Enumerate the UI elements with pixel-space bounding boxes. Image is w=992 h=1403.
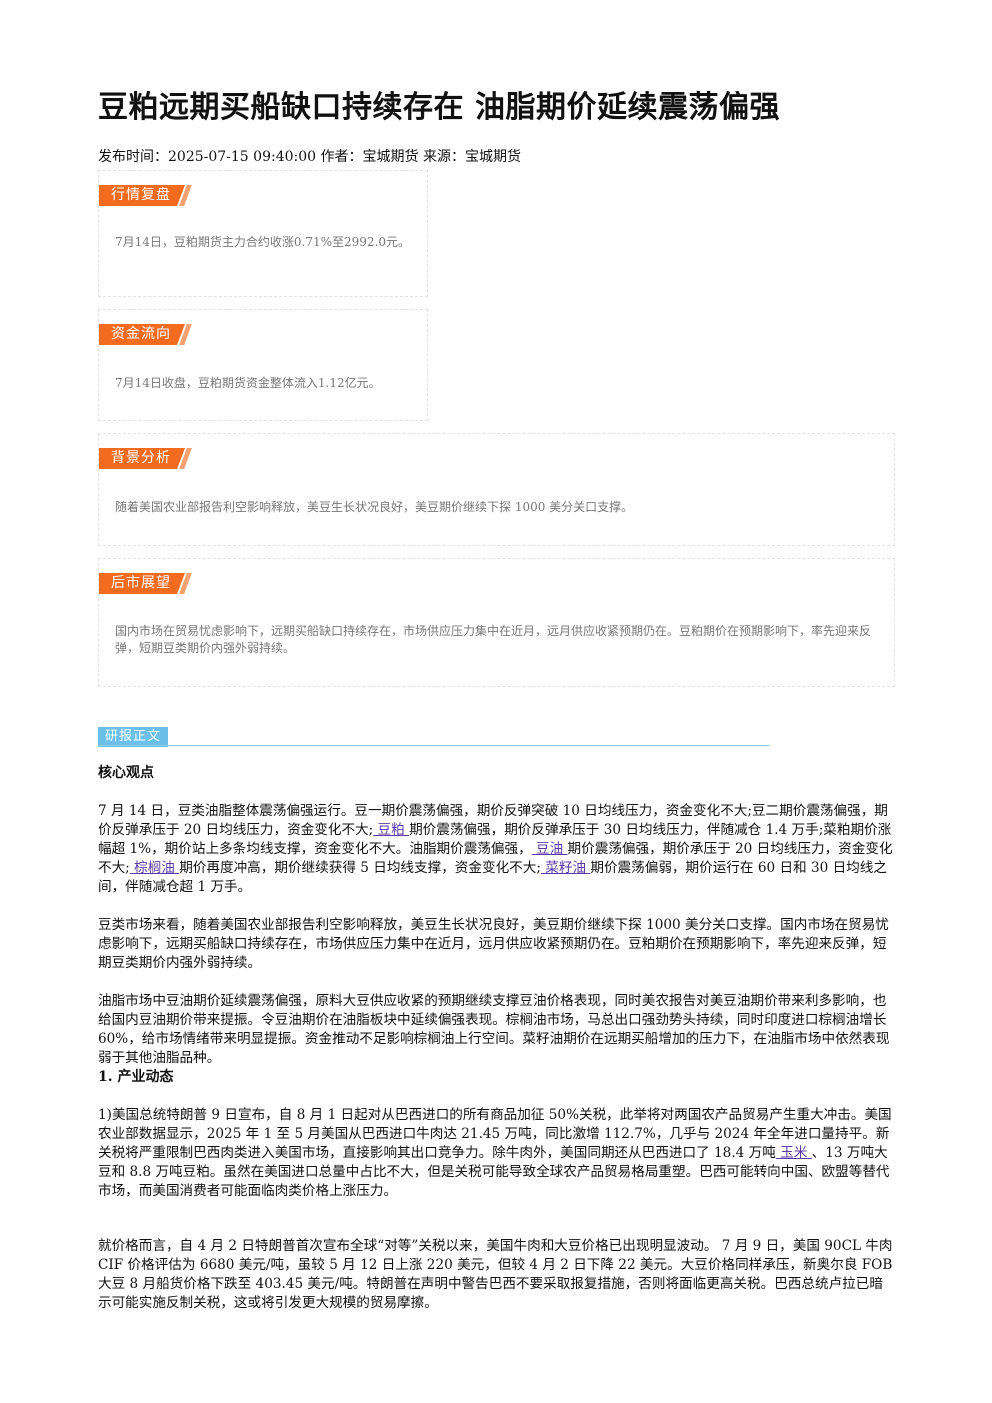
paragraph-price-trend: 就价格而言，自 4 月 2 日特朗普首次宣布全球“对等”关税以来，美国牛肉和大豆… <box>98 1238 893 1311</box>
text-span: 、13 万吨大豆和 8.8 万吨豆粕。虽然在美国进口总量中占比不大，但是关税可能… <box>98 1145 890 1199</box>
card-tag: 后市展望 <box>99 573 185 594</box>
paragraph-core-view: 7 月 14 日，豆类油脂整体震荡偏强运行。豆一期价震荡偏强，期价反弹突破 10… <box>98 802 894 897</box>
card-text: 国内市场在贸易忧虑影响下，远期买船缺口持续存在，市场供应压力集中在近月，远月供应… <box>115 624 872 655</box>
section-label: 研报正文 <box>98 727 169 747</box>
text-span: 7 月 14 日，豆类油脂整体震荡偏强运行。豆一期价震荡偏强，期价反弹突破 10… <box>98 803 888 838</box>
text-span: 期价震荡偏强，期价承压于 20 日均线压力，资金变化不大; <box>98 841 893 876</box>
card-market-review: 行情复盘 7月14日，豆粕期货主力合约收涨0.71%至2992.0元。 <box>98 170 428 297</box>
paragraph-soybean-market: 豆类市场来看，随着美国农业部报告利空影响释放，美豆生长状况良好，美豆期价继续下探… <box>98 917 889 971</box>
text-span: 期价震荡偏弱，期价运行在 60 日和 30 日均线之间，伴随减仓超 1 万手。 <box>98 860 887 895</box>
link-corn[interactable]: 玉米 <box>775 1145 812 1161</box>
core-heading: 核心观点 <box>98 765 154 781</box>
card-tag: 资金流向 <box>99 324 185 345</box>
card-tag: 行情复盘 <box>99 185 185 206</box>
card-text: 7月14日，豆粕期货主力合约收涨0.71%至2992.0元。 <box>115 235 411 249</box>
card-background-analysis: 背景分析 随着美国农业部报告利空影响释放，美豆生长状况良好，美豆期价继续下探 1… <box>98 433 895 546</box>
text-span: 期价再度冲高，期价继续获得 5 日均线支撑，资金变化不大; <box>179 860 541 876</box>
industry-heading: 1. 产业动态 <box>98 1069 174 1085</box>
paragraph-oil-market: 油脂市场中豆油期价延续震荡偏强，原料大豆供应收紧的预期继续支撑豆油价格表现，同时… <box>98 993 890 1066</box>
card-fund-flow: 资金流向 7月14日收盘，豆粕期货资金整体流入1.12亿元。 <box>98 309 428 421</box>
card-text: 7月14日收盘，豆粕期货资金整体流入1.12亿元。 <box>115 376 381 390</box>
link-rapeseed-oil[interactable]: 菜籽油 <box>540 860 591 876</box>
paragraph-industry-1: 1)美国总统特朗普 9 日宣布，自 8 月 1 日起对从巴西进口的所有商品加征 … <box>98 1106 894 1201</box>
text-span: 1)美国总统特朗普 9 日宣布，自 8 月 1 日起对从巴西进口的所有商品加征 … <box>98 1107 892 1161</box>
card-outlook: 后市展望 国内市场在贸易忧虑影响下，远期买船缺口持续存在，市场供应压力集中在近月… <box>98 558 895 687</box>
page-title: 豆粕远期买船缺口持续存在 油脂期价延续震荡偏强 <box>98 90 780 125</box>
article-meta: 发布时间：2025-07-15 09:40:00 作者：宝城期货 来源：宝城期货 <box>98 149 521 165</box>
card-text: 随着美国农业部报告利空影响释放，美豆生长状况良好，美豆期价继续下探 1000 美… <box>115 500 634 514</box>
card-tag: 背景分析 <box>99 448 185 469</box>
text-span: 期价震荡偏强，期价反弹承压于 30 日均线压力，伴随减仓 1.4 万手;菜粕期价… <box>98 822 892 857</box>
link-soybean-meal[interactable]: 豆粕 <box>373 822 410 838</box>
link-soybean-oil[interactable]: 豆油 <box>531 841 568 857</box>
section-divider <box>98 745 770 746</box>
link-palm-oil[interactable]: 棕榈油 <box>129 860 180 876</box>
